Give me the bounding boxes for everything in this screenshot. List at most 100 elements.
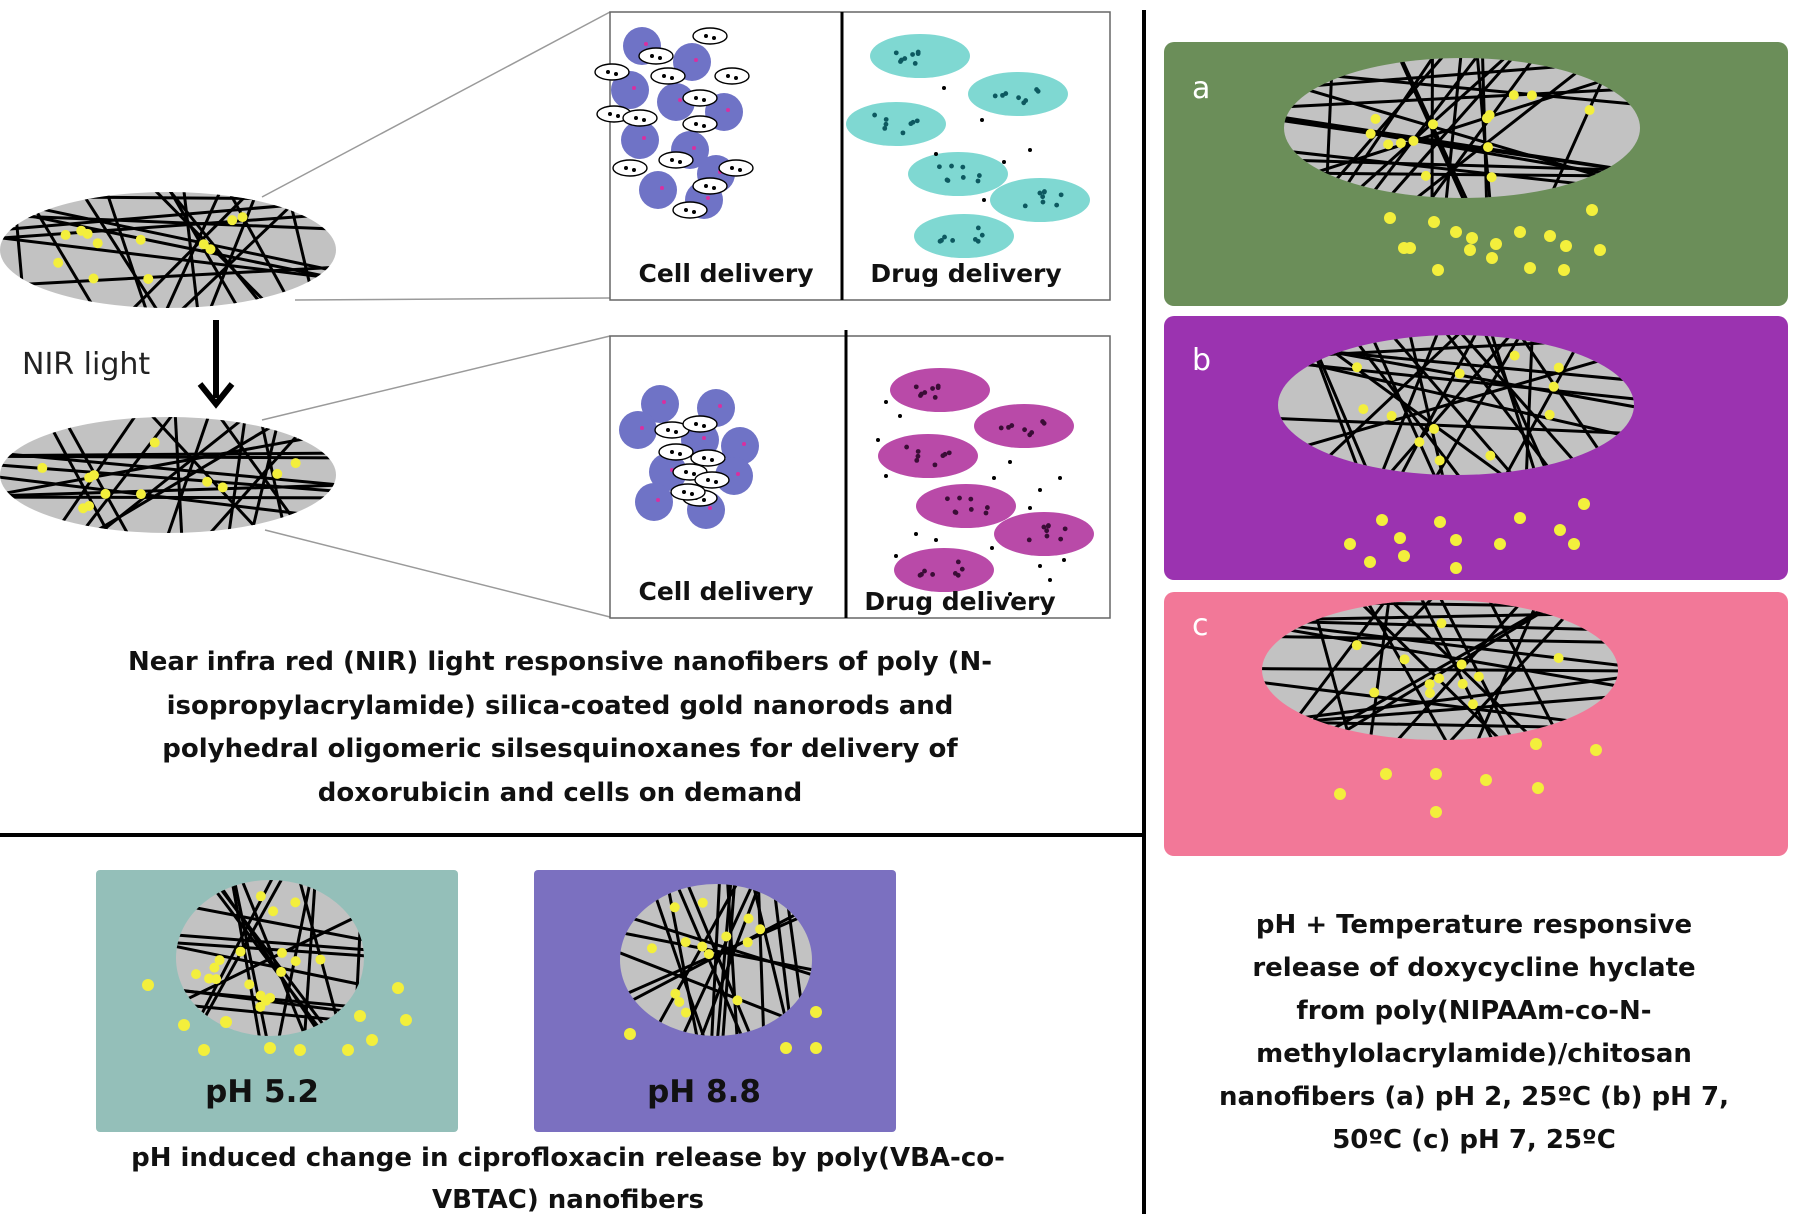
vesicle-dot — [726, 74, 730, 78]
free-drug-molecule — [1038, 564, 1042, 568]
gold-nanoparticle — [1408, 135, 1419, 146]
cell-nucleus — [640, 426, 644, 430]
released-particles-ph-left — [142, 979, 412, 1056]
drug-molecule — [915, 49, 921, 55]
drug-molecule — [1022, 427, 1027, 433]
gold-nanoparticle — [1370, 113, 1381, 124]
panel-a-letter: a — [1192, 71, 1210, 106]
vesicle-dot — [690, 492, 694, 496]
released-particle — [1560, 240, 1572, 252]
released-particle — [264, 1042, 276, 1054]
released-particle — [1464, 244, 1476, 256]
drug-molecule — [872, 112, 878, 118]
cell-nucleus — [692, 146, 696, 150]
released-particle — [624, 1028, 636, 1040]
thermo-caption-line-6: 50ºC (c) pH 7, 25ºC — [1332, 1125, 1616, 1155]
vesicle-dot — [658, 56, 662, 60]
gold-nanoparticle — [1526, 90, 1537, 101]
released-particle — [1398, 550, 1410, 562]
gold-nanoparticle — [290, 956, 301, 967]
gold-nanoparticle — [1436, 618, 1447, 629]
gold-nanoparticle — [703, 949, 714, 960]
released-particles-panel-b — [1344, 498, 1590, 574]
free-drug-molecule — [898, 414, 902, 418]
gold-nanoparticle — [1399, 654, 1410, 665]
nanofiber — [227, 880, 265, 1036]
gold-nanoparticle — [680, 937, 691, 948]
cell — [639, 171, 677, 209]
fiber-mat-ph-left — [176, 880, 364, 1036]
vesicle-dot — [738, 168, 742, 172]
released-particle — [1558, 264, 1570, 276]
vesicle-dot — [710, 458, 714, 462]
released-particle — [198, 1044, 210, 1056]
drug-molecule — [1035, 88, 1041, 94]
gold-nanoparticle — [697, 941, 708, 952]
gold-nanoparticle — [315, 954, 326, 965]
vesicle-dot — [730, 166, 734, 170]
released-particle — [392, 982, 404, 994]
gold-nanoparticle — [742, 937, 753, 948]
released-particle — [1514, 512, 1526, 524]
gold-nanoparticle — [290, 458, 301, 469]
drug-vesicle — [974, 404, 1074, 448]
drug-molecule — [1023, 98, 1029, 103]
drug-molecule — [960, 175, 966, 180]
drug-molecule — [979, 232, 985, 238]
gold-nanoparticle — [1467, 699, 1478, 710]
gold-nanoparticle — [1553, 652, 1564, 663]
drug-molecule — [968, 507, 974, 512]
gold-nanoparticle — [1395, 138, 1406, 149]
drug-molecule — [1046, 523, 1051, 528]
ph-left-label: pH 5.2 — [205, 1074, 319, 1110]
released-particle — [294, 1044, 306, 1056]
cell-cluster-bottom — [619, 385, 759, 529]
gold-nanoparticle — [53, 257, 64, 268]
nanofiber — [1262, 667, 1618, 673]
released-particle — [1514, 226, 1526, 238]
nanofiber — [662, 884, 703, 1036]
gold-nanoparticle — [1420, 170, 1431, 181]
cell — [641, 385, 679, 423]
gold-nanoparticle — [646, 943, 657, 954]
drug-vesicle — [890, 368, 990, 412]
gold-nanoparticle — [76, 225, 87, 236]
released-particle — [1494, 538, 1506, 550]
vesicle-dot — [642, 118, 646, 122]
released-particle — [1486, 252, 1498, 264]
released-particle — [1394, 532, 1406, 544]
carrier-vesicle — [650, 67, 686, 85]
drug-molecule — [915, 449, 921, 454]
free-drug-molecule — [876, 438, 880, 442]
drug-molecule — [1062, 526, 1068, 532]
free-drug-molecule — [982, 198, 986, 202]
gold-nanoparticle — [214, 955, 225, 966]
free-drug-molecule — [1028, 148, 1032, 152]
released-particle — [1544, 230, 1556, 242]
vesicle-dot — [734, 76, 738, 80]
released-particle — [1428, 216, 1440, 228]
drug-vesicle — [846, 102, 946, 146]
drug-molecule — [942, 234, 947, 240]
ph-caption: pH induced change in ciprofloxacin relea… — [131, 1143, 1005, 1214]
released-particle — [1490, 238, 1502, 250]
drug-molecule — [942, 451, 948, 457]
gold-nanoparticle — [1369, 687, 1380, 698]
released-particle — [1376, 514, 1388, 526]
vesicle-dot — [616, 114, 620, 118]
thermo-caption: pH + Temperature responsive release of d… — [1219, 910, 1729, 1155]
drug-molecule — [910, 119, 916, 125]
gold-nanoparticle — [100, 488, 111, 499]
gold-nanoparticle — [1365, 128, 1376, 139]
released-particle — [1586, 204, 1598, 216]
gold-nanoparticle — [1434, 455, 1445, 466]
drug-molecule — [983, 510, 989, 516]
vesicle-dot — [684, 208, 688, 212]
vesicle-dot — [706, 478, 710, 482]
gold-nanoparticle — [755, 924, 766, 935]
drug-molecule — [918, 393, 923, 398]
nanofiber — [176, 931, 364, 953]
nir-caption: Near infra red (NIR) light responsive na… — [128, 647, 992, 808]
gold-nanoparticle — [276, 966, 287, 977]
cell-nucleus — [656, 498, 660, 502]
